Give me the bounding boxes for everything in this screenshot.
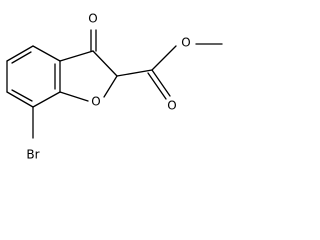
ketone-oxygen-label: O [88,12,97,26]
bond-c4-c5-double [11,51,32,64]
furanone-ring [59,50,118,102]
bond-o1-c7a [59,91,89,102]
bond-c3a-c4 [32,45,61,62]
bond-c7-c7a [32,91,61,108]
ring-oxygen-label: O [91,95,100,109]
chemical-structure: O O O O Br [6,12,223,162]
benzene-ring [6,45,61,108]
bond-c3-c2 [92,50,118,77]
bond-cester-o-single [151,45,177,71]
bromine-label: Br [26,148,39,162]
ester-oxygen-label: O [181,36,190,50]
ketone-group [90,29,97,52]
bond-c6-c7 [6,91,34,108]
bond-c6-c7-double [11,89,33,102]
bond-c2-cester [116,69,153,77]
bond-cester-o-double-a [151,69,171,97]
bond-cester-o-double-b [147,72,167,100]
carbonyl-oxygen-label: O [167,99,176,113]
bond-c2-o1 [103,75,118,98]
methyl-ester-group [116,43,223,100]
bond-c4-c5 [6,45,34,62]
bond-c3a-c3 [59,50,94,62]
